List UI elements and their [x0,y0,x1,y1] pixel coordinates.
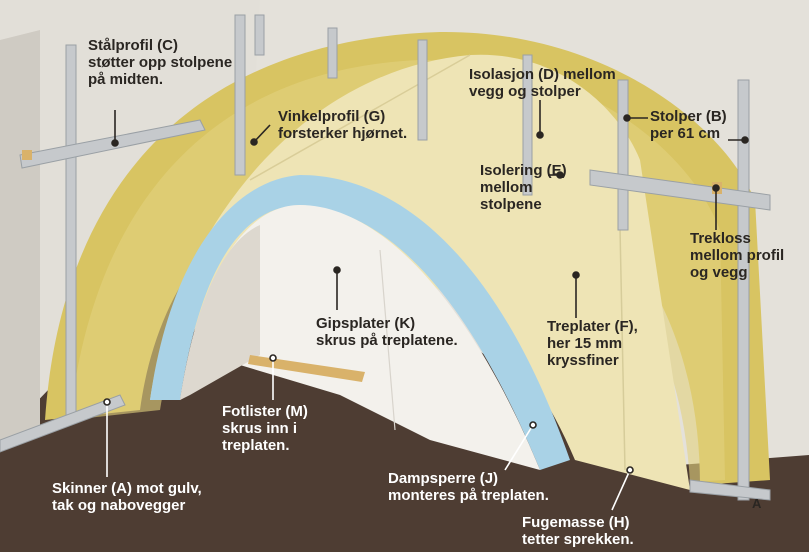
label-m-line2: skrus inn i [222,420,298,437]
skirting-board [248,355,365,382]
label-a-line2: tak og nabovegger [52,497,186,514]
label-angle-profile: Vinkelprofil (G) forsterker hjørnet. [278,108,407,142]
label-g-line1: Vinkelprofil (G) [278,108,386,125]
label-g-line2: forsterker hjørnet. [278,125,408,142]
leader-lines [103,100,749,511]
stud-6 [522,54,533,196]
leader-m-dot [269,354,277,362]
leader-k-dot [333,266,341,274]
stud-8 [737,79,750,501]
label-plywood: Treplater (F), her 15 mm kryssfiner [547,318,638,369]
label-skirting: Fotlister (M) skrus inn i treplaten. [222,403,308,454]
label-e-line1: Isolering (E) [480,162,567,179]
label-h-line1: Fugemasse (H) [522,514,630,531]
wood-block-left [22,150,32,160]
leader-h-dot [626,466,634,474]
plywood-seam [249,54,471,181]
leader-b2-dot [741,136,749,144]
stud-7 [617,79,629,231]
label-h-line2: tetter sprekken. [522,531,634,548]
label-f-line2: her 15 mm [547,335,623,352]
gypsum-shadow [180,225,260,400]
leader-trekloss-dot [712,184,720,192]
leader-h [611,469,631,511]
leader-e-dot [556,171,564,179]
label-c-line3: på midten. [88,71,164,88]
gypsum-seam [379,249,396,431]
label-b-line2: per 61 cm [650,125,721,142]
label-c-line2: støtter opp stolpene [88,54,233,71]
label-insulation-d: Isolasjon (D) mellom vegg og stolper [469,66,616,100]
label-d-line1: Isolasjon (D) mellom [469,66,616,83]
steel-profile-right [589,169,771,211]
label-studs: Stolper (B) per 61 cm [650,108,727,142]
label-m-line1: Fotlister (M) [222,403,308,420]
label-k-line1: Gipsplater (K) [316,315,416,332]
leader-j-dot [529,421,537,429]
label-k-line2: skrus på treplatene. [316,332,458,349]
floor-rail-left [0,394,126,453]
label-trekloss-line3: og vegg [690,264,748,281]
label-b-line1: Stolper (B) [650,108,727,125]
leader-b-dot [623,114,631,122]
label-j-line2: monteres på treplaten. [388,487,549,504]
stud-4 [327,27,338,79]
label-gypsum: Gipsplater (K) skrus på treplatene. [316,315,458,349]
plywood-seam-2 [619,227,626,471]
vapor-barrier [150,175,570,470]
label-wood-block: Trekloss mellom profil og vegg [690,230,784,281]
floor-rail-right [689,479,771,501]
leader-c-dot [111,139,119,147]
leader-g-dot [250,138,258,146]
label-e-line2: mellom [480,179,533,196]
leader-j [504,424,534,471]
label-trekloss-line1: Trekloss [690,230,751,247]
label-rails: Skinner (A) mot gulv, tak og nabovegger [52,480,202,514]
label-d-line2: vegg og stolper [469,83,581,100]
leader-a-dot [103,398,111,406]
wall-shade [0,30,40,440]
leader-g [253,124,271,143]
stud-3 [254,14,265,56]
label-trekloss-line2: mellom profil [690,247,785,264]
label-vapor-barrier: Dampsperre (J) monteres på treplaten. [388,470,549,504]
label-c-line1: Stålprofil (C) [88,37,178,54]
gypsum-board [180,205,540,470]
stud-2 [234,14,246,176]
label-joint-compound: Fugemasse (H) tetter sprekken. [522,514,634,548]
label-f-line1: Treplater (F), [547,318,638,335]
label-e-line3: stolpene [480,196,542,213]
label-j-line1: Dampsperre (J) [388,470,499,487]
stud-5 [417,39,428,141]
stud-1 [65,44,77,416]
label-a-line1: Skinner (A) mot gulv, [52,480,202,497]
label-steel-profile: Stålprofil (C) støtter opp stolpene på m… [88,37,232,88]
label-f-line3: kryssfiner [547,352,619,369]
label-m-line3: treplaten. [222,437,290,454]
leader-f-dot [572,271,580,279]
leader-d-dot [536,131,544,139]
corner-tag: A [752,496,762,511]
label-insulation-e: Isolering (E) mellom stolpene [480,162,567,213]
